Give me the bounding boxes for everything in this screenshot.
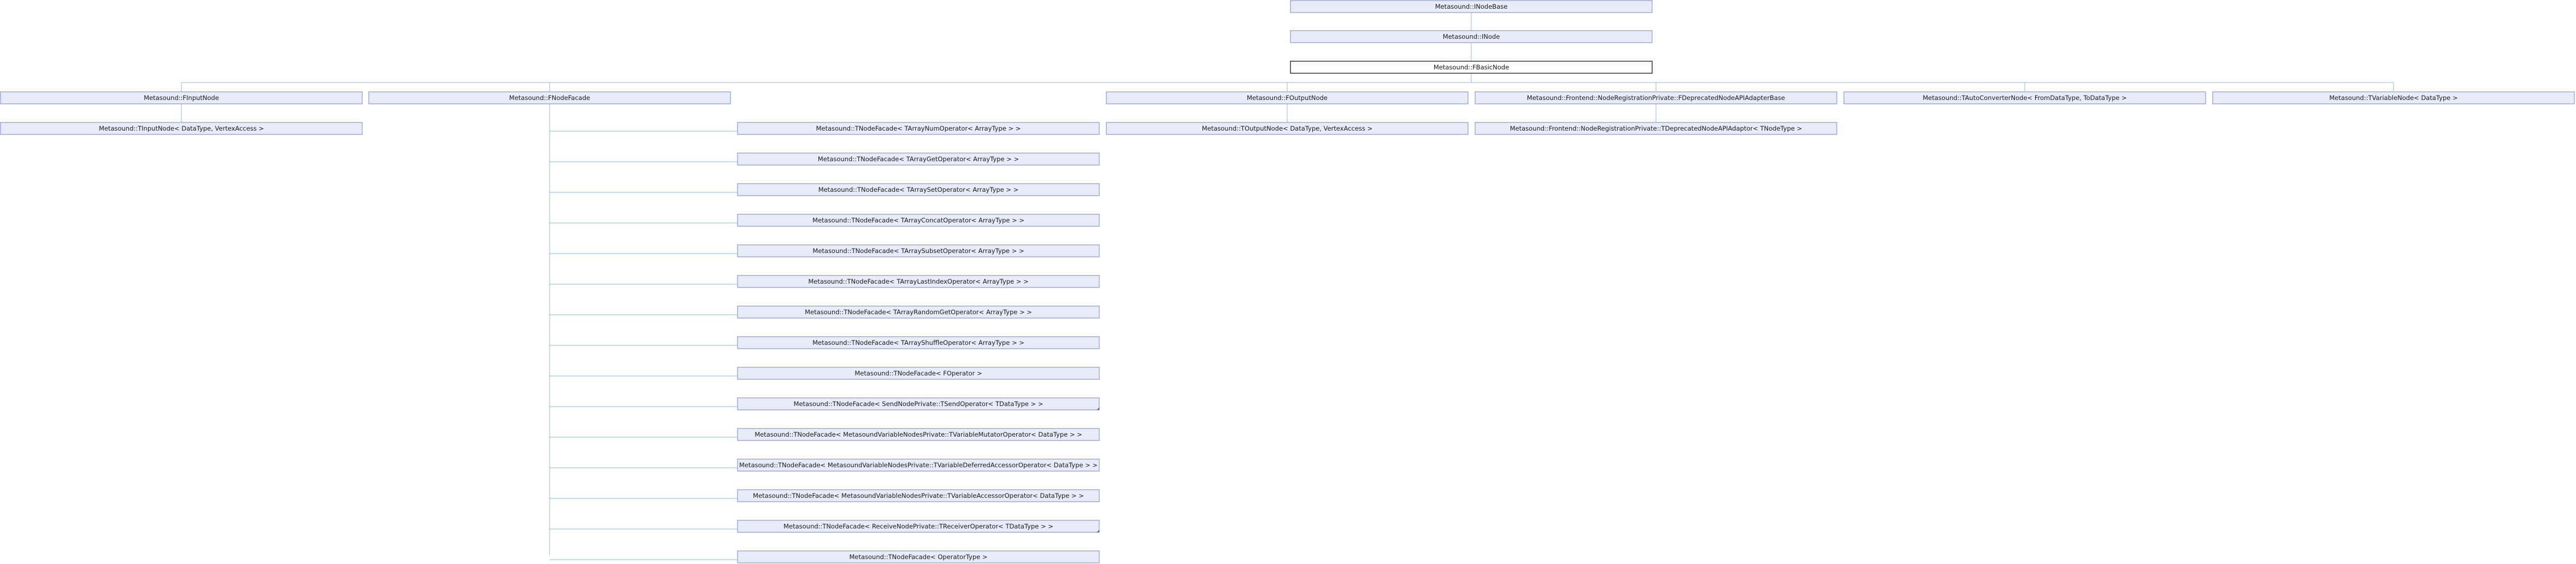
truncated-marker-icon <box>1097 530 1099 532</box>
node-label: Metasound::TNodeFacade< MetasoundVariabl… <box>754 431 1082 438</box>
node-tautoconverter[interactable]: Metasound::TAutoConverterNode< FromDataT… <box>1843 91 2206 104</box>
node-facade-child[interactable]: Metasound::TNodeFacade< SendNodePrivate:… <box>737 397 1100 410</box>
node-label: Metasound::TAutoConverterNode< FromDataT… <box>1923 94 2127 102</box>
node-label: Metasound::INode <box>1443 33 1500 40</box>
node-facade-child[interactable]: Metasound::TNodeFacade< TArraySubsetOper… <box>737 244 1100 257</box>
node-label: Metasound::FNodeFacade <box>509 94 590 102</box>
node-label: Metasound::TInputNode< DataType, VertexA… <box>99 125 264 132</box>
node-facade-child[interactable]: Metasound::TNodeFacade< TArrayRandomGetO… <box>737 306 1100 319</box>
node-label: Metasound::TNodeFacade< TArrayRandomGetO… <box>805 308 1032 316</box>
node-label: Metasound::TNodeFacade< MetasoundVariabl… <box>753 492 1084 500</box>
node-tvariablenode[interactable]: Metasound::TVariableNode< DataType > <box>2212 91 2575 104</box>
node-label: Metasound::Frontend::NodeRegistrationPri… <box>1527 94 1785 102</box>
node-label: Metasound::TNodeFacade< ReceiveNodePriva… <box>783 522 1053 530</box>
node-fdeprecatedbase[interactable]: Metasound::Frontend::NodeRegistrationPri… <box>1475 91 1837 104</box>
node-label: Metasound::INodeBase <box>1435 3 1508 10</box>
node-label: Metasound::TVariableNode< DataType > <box>2329 94 2457 102</box>
node-label: Metasound::TNodeFacade< OperatorType > <box>849 553 987 561</box>
node-label: Metasound::FBasicNode <box>1434 63 1509 71</box>
node-label: Metasound::TNodeFacade< TArraySubsetOper… <box>812 247 1024 255</box>
node-label: Metasound::Frontend::NodeRegistrationPri… <box>1510 125 1802 132</box>
node-facade-child[interactable]: Metasound::TNodeFacade< TArrayLastIndexO… <box>737 275 1100 288</box>
node-label: Metasound::TOutputNode< DataType, Vertex… <box>1202 125 1372 132</box>
node-facade-child[interactable]: Metasound::TNodeFacade< TArrayNumOperato… <box>737 122 1100 135</box>
node-nodebase[interactable]: Metasound::INodeBase <box>1290 0 1653 13</box>
node-foutputnode[interactable]: Metasound::FOutputNode <box>1106 91 1469 104</box>
node-label: Metasound::TNodeFacade< TArrayShuffleOpe… <box>812 339 1024 346</box>
node-label: Metasound::TNodeFacade< SendNodePrivate:… <box>794 400 1044 408</box>
node-finputnode[interactable]: Metasound::FInputNode <box>0 91 363 104</box>
node-facade-child[interactable]: Metasound::TNodeFacade< MetasoundVariabl… <box>737 459 1100 472</box>
node-facade-child[interactable]: Metasound::TNodeFacade< OperatorType > <box>737 550 1100 563</box>
node-label: Metasound::TNodeFacade< FOperator > <box>854 369 982 377</box>
node-tdeprecated[interactable]: Metasound::Frontend::NodeRegistrationPri… <box>1475 122 1837 135</box>
node-label: Metasound::TNodeFacade< TArraySetOperato… <box>818 186 1019 193</box>
node-label: Metasound::FOutputNode <box>1247 94 1328 102</box>
node-label: Metasound::TNodeFacade< TArrayGetOperato… <box>818 155 1019 163</box>
truncated-marker-icon <box>1097 408 1099 410</box>
node-facade-child[interactable]: Metasound::TNodeFacade< MetasoundVariabl… <box>737 428 1100 441</box>
node-facade-child[interactable]: Metasound::TNodeFacade< TArrayShuffleOpe… <box>737 336 1100 349</box>
node-label: Metasound::TNodeFacade< TArrayLastIndexO… <box>808 278 1028 285</box>
node-fbasicnode[interactable]: Metasound::FBasicNode <box>1290 61 1653 74</box>
facade-children: Metasound::TNodeFacade< TArrayNumOperato… <box>737 122 1100 563</box>
facade-branch-edges <box>550 131 738 560</box>
edges <box>181 13 2394 560</box>
node-tinputnode[interactable]: Metasound::TInputNode< DataType, VertexA… <box>0 122 363 135</box>
node-facade-child[interactable]: Metasound::TNodeFacade< MetasoundVariabl… <box>737 489 1100 502</box>
node-facade-child[interactable]: Metasound::TNodeFacade< TArraySetOperato… <box>737 183 1100 196</box>
node-label: Metasound::TNodeFacade< TArrayNumOperato… <box>816 125 1021 132</box>
node-label: Metasound::TNodeFacade< TArrayConcatOper… <box>812 216 1024 224</box>
node-label: Metasound::TNodeFacade< MetasoundVariabl… <box>739 461 1098 469</box>
node-fnodefacade[interactable]: Metasound::FNodeFacade <box>368 91 731 104</box>
node-facade-child[interactable]: Metasound::TNodeFacade< ReceiveNodePriva… <box>737 520 1100 533</box>
node-inode[interactable]: Metasound::INode <box>1290 30 1653 43</box>
node-facade-child[interactable]: Metasound::TNodeFacade< TArrayConcatOper… <box>737 214 1100 227</box>
node-label: Metasound::FInputNode <box>144 94 219 102</box>
node-facade-child[interactable]: Metasound::TNodeFacade< FOperator > <box>737 367 1100 380</box>
node-toutputnode[interactable]: Metasound::TOutputNode< DataType, Vertex… <box>1106 122 1469 135</box>
node-facade-child[interactable]: Metasound::TNodeFacade< TArrayGetOperato… <box>737 152 1100 166</box>
